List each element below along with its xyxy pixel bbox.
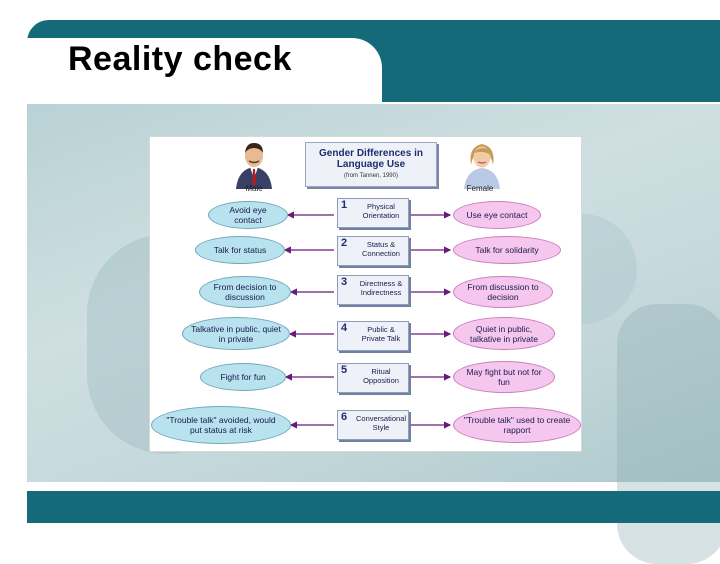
gender-differences-diagram: Male Female Gender Differences in Langua… — [149, 136, 582, 452]
female-label: Female — [466, 184, 494, 193]
female-figure-icon — [464, 144, 500, 189]
topic-number: 6 — [341, 411, 348, 423]
female-oval-3: From discussion to decision — [453, 276, 553, 308]
topic-label: Ritual Opposition — [363, 367, 399, 385]
title-plate — [27, 38, 382, 108]
female-oval-6: "Trouble talk" used to create rapport — [453, 407, 581, 443]
male-oval-1: Avoid eye contact — [208, 201, 288, 229]
topic-number: 3 — [341, 276, 348, 288]
diagram-title: Gender Differences in Language Use — [319, 148, 423, 170]
male-oval-2: Talk for status — [195, 236, 285, 264]
topic-box-3: 3 Directness & Indirectness — [337, 275, 409, 305]
topic-box-6: 6 Conversational Style — [337, 410, 409, 440]
topic-label: Status & Connection — [362, 240, 400, 258]
topic-number: 5 — [341, 364, 348, 376]
diagram-arrows — [283, 211, 452, 429]
topic-label: Physical Orientation — [362, 202, 400, 220]
topic-box-1: 1 Physical Orientation — [337, 198, 409, 228]
topic-label: Directness & Indirectness — [359, 279, 403, 297]
diagram-header: Gender Differences in Language Use (from… — [305, 142, 437, 187]
male-oval-6: "Trouble talk" avoided, would put status… — [151, 406, 291, 444]
female-oval-4: Quiet in public, talkative in private — [453, 317, 555, 350]
topic-number: 1 — [341, 199, 348, 211]
topic-box-2: 2 Status & Connection — [337, 236, 409, 266]
topic-box-4: 4 Public & Private Talk — [337, 321, 409, 351]
male-oval-3: From decision to discussion — [199, 276, 291, 308]
female-oval-5: May fight but not for fun — [453, 361, 555, 393]
topic-label: Conversational Style — [356, 414, 407, 432]
title-bar — [27, 20, 720, 108]
female-oval-2: Talk for solidarity — [453, 236, 561, 264]
diagram-subtitle: (from Tannen, 1990) — [344, 173, 398, 179]
male-oval-4: Talkative in public, quiet in private — [182, 317, 290, 350]
female-oval-1: Use eye contact — [453, 201, 541, 229]
topic-label: Public & Private Talk — [361, 325, 401, 343]
topic-number: 4 — [341, 322, 348, 334]
topic-box-5: 5 Ritual Opposition — [337, 363, 409, 393]
male-label: Male — [245, 184, 263, 193]
topic-number: 2 — [341, 237, 348, 249]
footer-bar — [27, 491, 720, 523]
male-oval-5: Fight for fun — [200, 363, 286, 391]
male-figure-icon — [236, 143, 272, 189]
slide-title: Reality check — [68, 40, 292, 78]
background-shape — [617, 304, 720, 564]
